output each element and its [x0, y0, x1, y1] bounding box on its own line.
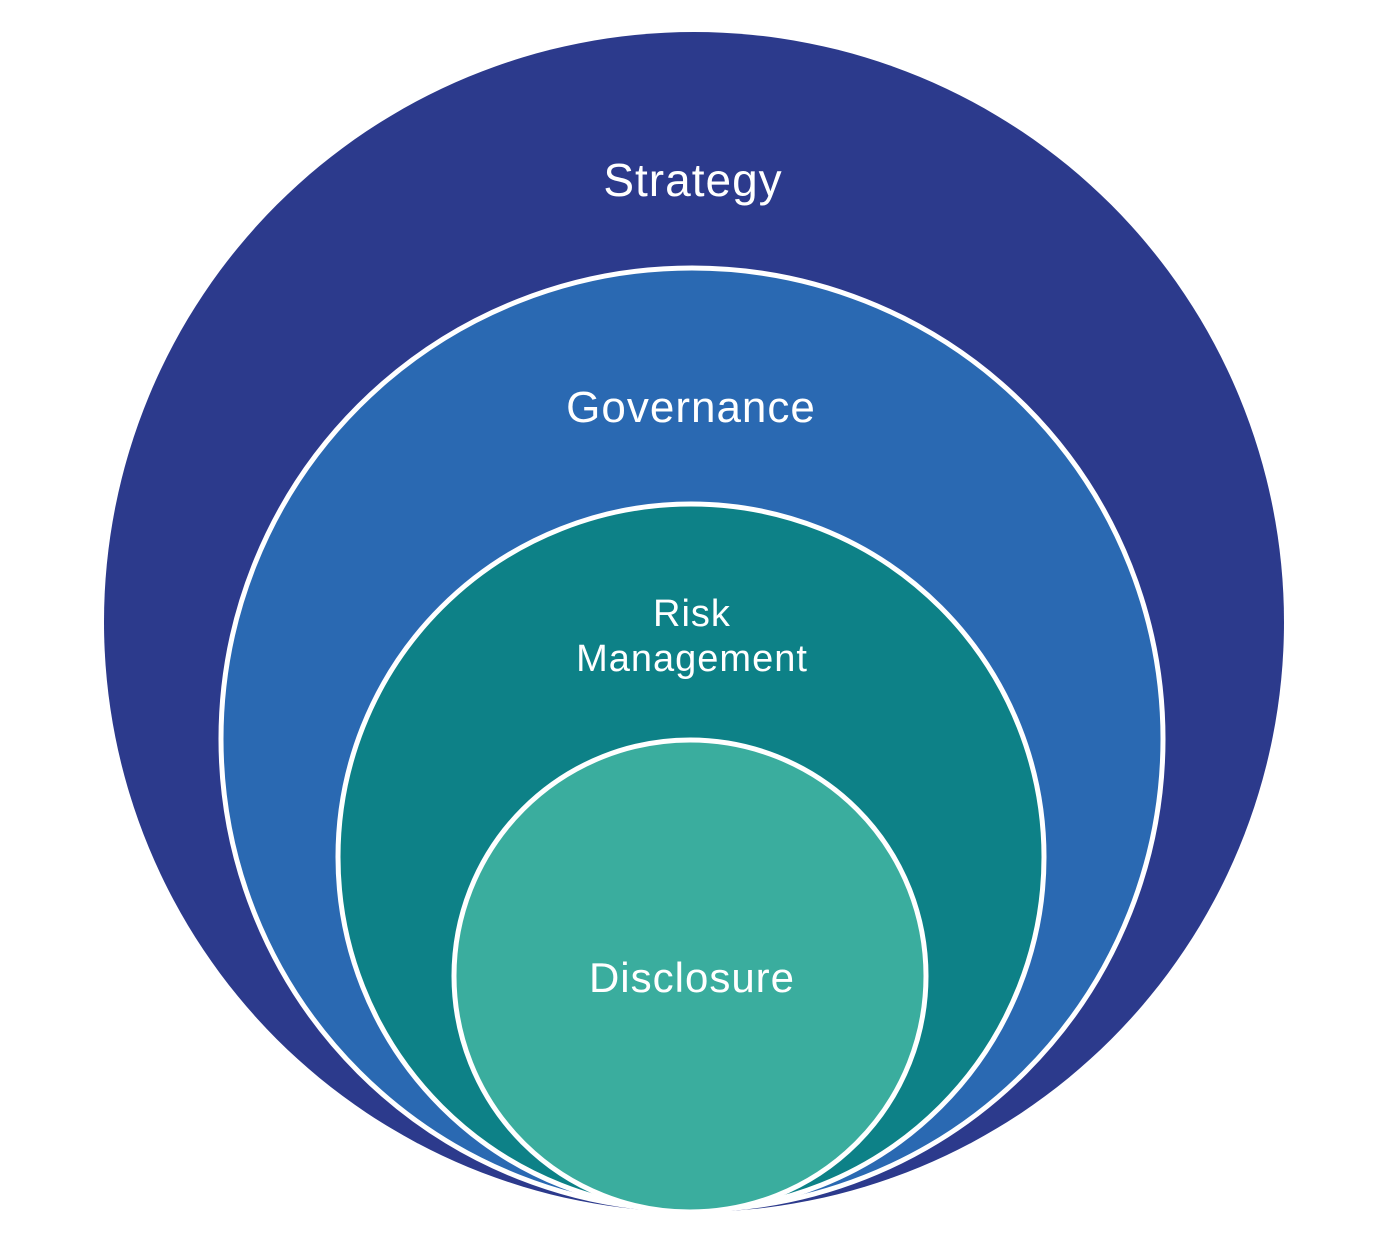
- governance-label: Governance: [566, 383, 816, 433]
- risk-management-label-line2: Management: [576, 638, 808, 680]
- risk-management-label-line1: Risk: [653, 593, 731, 636]
- disclosure-circle: [451, 737, 929, 1215]
- risk-management-label: Risk Management: [482, 592, 902, 682]
- disclosure-label: Disclosure: [588, 954, 796, 1002]
- strategy-label: Strategy: [603, 153, 783, 206]
